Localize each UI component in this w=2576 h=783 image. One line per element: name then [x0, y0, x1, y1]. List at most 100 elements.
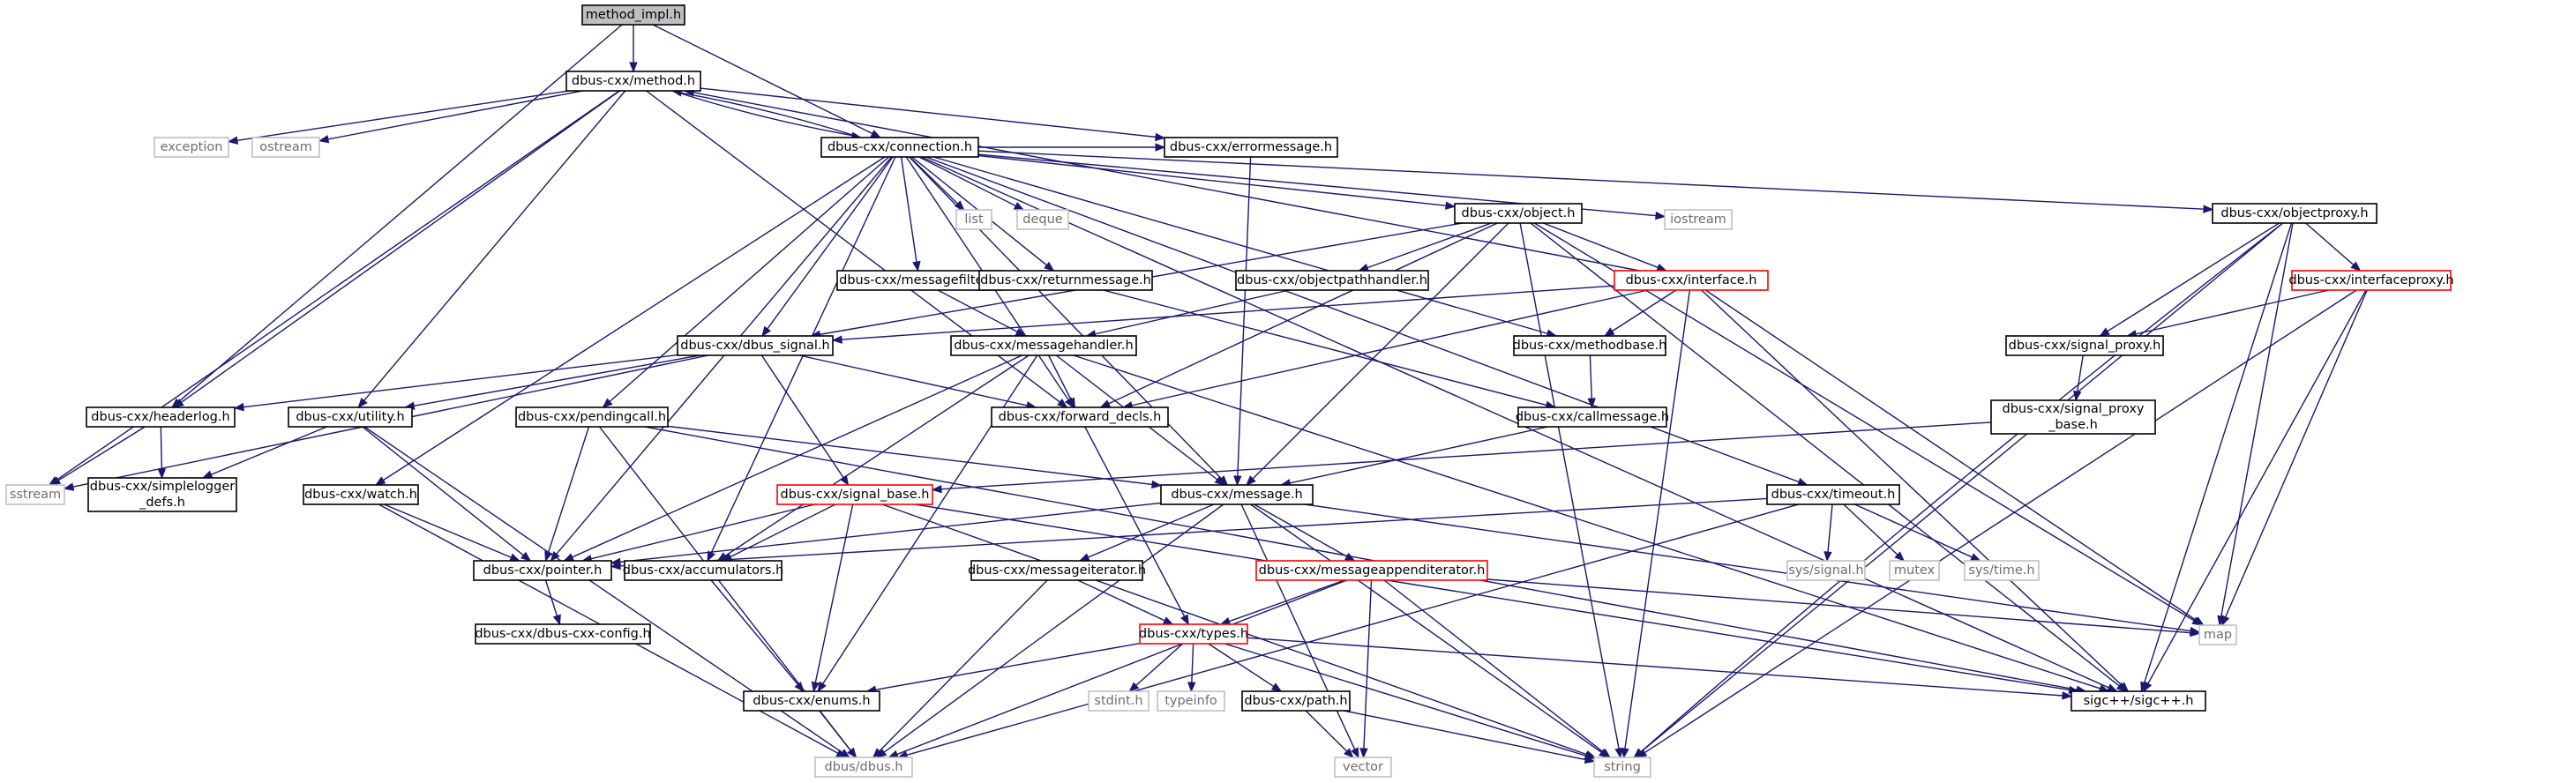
node-headerlog[interactable]: dbus-cxx/headerlog.h	[86, 406, 236, 428]
arrowhead	[1270, 682, 1283, 692]
arrowhead	[318, 135, 330, 144]
node-box	[1255, 560, 1488, 581]
edge-line	[544, 579, 558, 617]
node-method[interactable]: dbus-cxx/method.h	[565, 71, 701, 92]
node-dbus-cxx-config[interactable]: dbus-cxx/dbus-cxx-config.h	[475, 623, 651, 645]
edge-line	[210, 426, 327, 476]
node-callmessage[interactable]: dbus-cxx/callmessage.h	[1516, 406, 1669, 428]
arrowhead	[1067, 397, 1076, 409]
arrowhead	[831, 335, 842, 344]
node-box	[1513, 335, 1666, 356]
node-label: dbus-cxx/callmessage.h	[1516, 410, 1669, 424]
edge-line	[1519, 222, 1620, 750]
node-forward-decls[interactable]: dbus-cxx/forward_decls.h	[991, 406, 1169, 428]
node-interface[interactable]: dbus-cxx/interface.h	[1614, 270, 1769, 291]
edge-objectproxy-to-string	[1633, 222, 2284, 758]
node-messageappenditerator[interactable]: dbus-cxx/messageappenditerator.h	[1255, 560, 1488, 581]
edge-line	[977, 150, 2205, 210]
node-pointer[interactable]: dbus-cxx/pointer.h	[473, 560, 612, 581]
node-box	[1241, 690, 1351, 712]
node-accumulators[interactable]: dbus-cxx/accumulators.h	[623, 560, 784, 581]
node-types[interactable]: dbus-cxx/types.h	[1139, 623, 1248, 645]
node-pendingcall[interactable]: dbus-cxx/pendingcall.h	[515, 406, 669, 428]
node-map: map	[2198, 624, 2237, 645]
edge-signal_proxy-to-signal_proxy_base	[2073, 354, 2084, 402]
node-signal-proxy[interactable]: dbus-cxx/signal_proxy.h	[2005, 335, 2164, 356]
edge-line	[382, 156, 886, 481]
node-box	[955, 209, 992, 230]
node-objectproxy[interactable]: dbus-cxx/objectproxy.h	[2212, 203, 2378, 224]
arrowhead	[1621, 747, 1629, 759]
node-path[interactable]: dbus-cxx/path.h	[1241, 690, 1351, 712]
node-objectpathhandler[interactable]: dbus-cxx/objectpathhandler.h	[1235, 270, 1429, 291]
edge-objectproxy-to-sigcpp	[2140, 222, 2293, 693]
node-box	[2071, 690, 2206, 712]
edge-line	[1827, 503, 1833, 554]
edge-messageappenditerator-to-string	[1383, 579, 1612, 758]
node-dbus-signal[interactable]: dbus-cxx/dbus_signal.h	[677, 335, 834, 356]
node-box	[677, 335, 834, 356]
edge-connection-to-watch	[374, 156, 886, 486]
edge-line	[1084, 426, 1186, 618]
edge-line	[729, 503, 836, 558]
node-ostream: ostream	[251, 137, 320, 158]
node-sigcpp[interactable]: sigc++/sigc++.h	[2071, 690, 2206, 712]
edge-pendingcall-to-message	[667, 425, 1163, 489]
node-label: dbus-cxx/signal_proxy	[2003, 402, 2145, 416]
arrowhead	[2203, 205, 2214, 213]
edge-headerlog-to-simplelogger_defs	[157, 426, 167, 480]
node-watch[interactable]: dbus-cxx/watch.h	[303, 484, 419, 505]
edge-line	[710, 579, 799, 686]
node-box	[1454, 203, 1583, 224]
node-method-impl[interactable]: method_impl.h	[581, 4, 685, 26]
edge-messageappenditerator-to-dbus_h	[887, 579, 1347, 758]
node-label: iostream	[1670, 213, 1726, 227]
arrowhead	[1351, 747, 1359, 759]
node-interfaceproxy[interactable]: dbus-cxx/interfaceproxy.h	[2288, 270, 2454, 291]
node-box	[1235, 270, 1429, 291]
arrowhead	[2190, 628, 2201, 638]
node-label: dbus-cxx/messagefilter.h	[839, 273, 1000, 287]
edge-headerlog-to-sstream	[49, 426, 146, 486]
edge-line	[1843, 503, 1899, 556]
node-box	[87, 477, 237, 512]
node-label: dbus-cxx/timeout.h	[1771, 488, 1896, 502]
edge-line	[2143, 222, 2293, 684]
node-messageiterator[interactable]: dbus-cxx/messageiterator.h	[968, 560, 1146, 581]
arrowhead	[870, 130, 882, 138]
node-simplelogger-defs[interactable]: dbus-cxx/simplelogger_defs.h	[87, 477, 237, 512]
arrowhead	[2099, 327, 2110, 337]
edge-timeout-to-dbus_h	[896, 503, 1800, 759]
edge-connection-to-objectproxy	[977, 150, 2214, 213]
node-signal-base[interactable]: dbus-cxx/signal_base.h	[776, 484, 933, 505]
edge-line	[1639, 222, 2284, 753]
arrowhead	[602, 398, 613, 408]
node-methodbase[interactable]: dbus-cxx/methodbase.h	[1513, 335, 1667, 356]
edge-line	[547, 426, 590, 554]
edge-timeout-to-sys_signal	[1823, 503, 1833, 563]
node-utility[interactable]: dbus-cxx/utility.h	[288, 406, 413, 428]
edge-signal_base-to-enums	[811, 503, 854, 693]
node-label: dbus-cxx/objectproxy.h	[2220, 206, 2368, 220]
node-messagehandler[interactable]: dbus-cxx/messagehandler.h	[950, 335, 1137, 356]
node-messagefilter[interactable]: dbus-cxx/messagefilter.h	[836, 270, 1002, 291]
edge-object-to-string	[1519, 222, 1623, 759]
node-returnmessage[interactable]: dbus-cxx/returnmessage.h	[978, 270, 1153, 291]
node-timeout[interactable]: dbus-cxx/timeout.h	[1766, 484, 1900, 505]
node-label: _base.h	[2048, 418, 2098, 432]
node-enums[interactable]: dbus-cxx/enums.h	[743, 690, 880, 712]
node-errormessage[interactable]: dbus-cxx/errormessage.h	[1164, 137, 1338, 158]
node-signal-proxy-base[interactable]: dbus-cxx/signal_proxy _base.h	[1990, 399, 2156, 435]
edge-objectproxy-to-map	[2217, 222, 2294, 627]
node-object[interactable]: dbus-cxx/object.h	[1454, 203, 1583, 224]
node-label: mutex	[1894, 563, 1936, 578]
edge-line	[1289, 426, 1548, 484]
node-connection[interactable]: dbus-cxx/connection.h	[820, 137, 979, 158]
edge-objectproxy-to-interfaceproxy	[2305, 222, 2362, 272]
edge-forward_decls-to-types	[1084, 426, 1189, 626]
node-message[interactable]: dbus-cxx/message.h	[1160, 484, 1314, 505]
arrowhead	[1603, 327, 1615, 337]
arrowhead	[233, 402, 244, 412]
node-box	[1160, 484, 1314, 505]
node-box	[2212, 203, 2378, 224]
